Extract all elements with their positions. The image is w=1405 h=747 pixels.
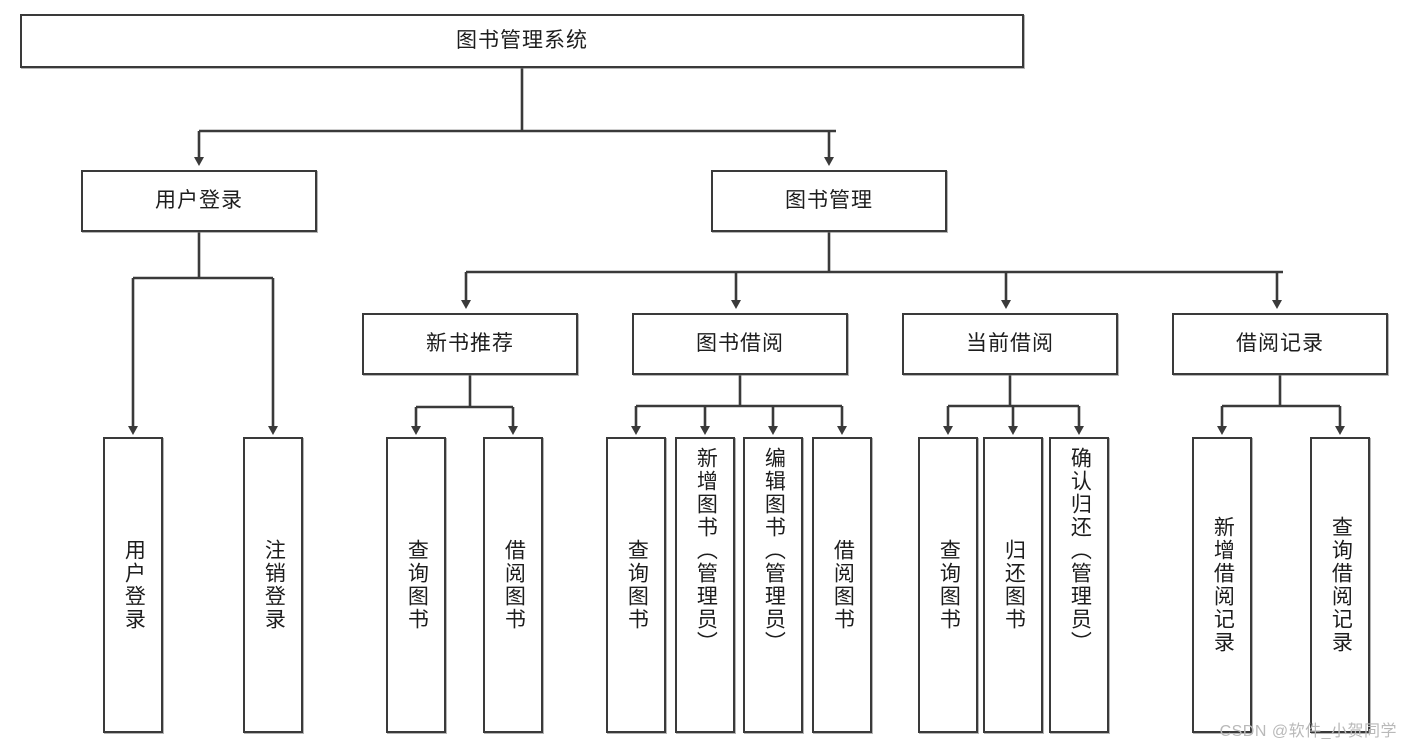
- node-book-borrow-label: 图书借阅: [696, 332, 784, 356]
- node-leaf-query-book-1-label: 查询图书: [405, 539, 429, 631]
- node-user-login-label: 用户登录: [155, 189, 243, 213]
- node-leaf-edit-book-label: 编辑图书（管理员）: [762, 447, 786, 654]
- node-leaf-add-record[interactable]: 新增借阅记录: [1192, 437, 1252, 733]
- node-leaf-logout-login-label: 注销登录: [262, 539, 286, 631]
- node-leaf-borrow-book-1[interactable]: 借阅图书: [483, 437, 543, 733]
- node-leaf-borrow-book-2-label: 借阅图书: [831, 539, 855, 631]
- node-current-borrow[interactable]: 当前借阅: [902, 313, 1118, 375]
- node-leaf-confirm-return-label: 确认归还（管理员）: [1068, 447, 1092, 654]
- node-leaf-return-book-label: 归还图书: [1002, 539, 1026, 631]
- node-current-borrow-label: 当前借阅: [966, 332, 1054, 356]
- node-leaf-query-book-2[interactable]: 查询图书: [606, 437, 666, 733]
- node-leaf-add-record-label: 新增借阅记录: [1211, 516, 1235, 654]
- node-root-label: 图书管理系统: [456, 29, 588, 53]
- node-leaf-query-book-3[interactable]: 查询图书: [918, 437, 978, 733]
- node-leaf-query-record[interactable]: 查询借阅记录: [1310, 437, 1370, 733]
- node-new-book-rec[interactable]: 新书推荐: [362, 313, 578, 375]
- node-leaf-logout-login[interactable]: 注销登录: [243, 437, 303, 733]
- node-leaf-add-book[interactable]: 新增图书（管理员）: [675, 437, 735, 733]
- node-leaf-user-login-label: 用户登录: [122, 539, 146, 631]
- node-leaf-borrow-book-1-label: 借阅图书: [502, 539, 526, 631]
- node-leaf-edit-book[interactable]: 编辑图书（管理员）: [743, 437, 803, 733]
- node-leaf-borrow-book-2[interactable]: 借阅图书: [812, 437, 872, 733]
- node-leaf-return-book[interactable]: 归还图书: [983, 437, 1043, 733]
- node-leaf-add-book-label: 新增图书（管理员）: [694, 447, 718, 654]
- node-user-login[interactable]: 用户登录: [81, 170, 317, 232]
- node-root[interactable]: 图书管理系统: [20, 14, 1024, 68]
- node-borrow-record-label: 借阅记录: [1236, 332, 1324, 356]
- node-leaf-query-book-1[interactable]: 查询图书: [386, 437, 446, 733]
- node-leaf-query-record-label: 查询借阅记录: [1329, 516, 1353, 654]
- node-book-borrow[interactable]: 图书借阅: [632, 313, 848, 375]
- node-borrow-record[interactable]: 借阅记录: [1172, 313, 1388, 375]
- watermark: CSDN @软件_小贺同学: [1219, 723, 1397, 740]
- node-new-book-rec-label: 新书推荐: [426, 332, 514, 356]
- node-leaf-confirm-return[interactable]: 确认归还（管理员）: [1049, 437, 1109, 733]
- node-leaf-query-book-3-label: 查询图书: [937, 539, 961, 631]
- node-leaf-query-book-2-label: 查询图书: [625, 539, 649, 631]
- node-leaf-user-login[interactable]: 用户登录: [103, 437, 163, 733]
- node-book-manage-label: 图书管理: [785, 189, 873, 213]
- node-book-manage[interactable]: 图书管理: [711, 170, 947, 232]
